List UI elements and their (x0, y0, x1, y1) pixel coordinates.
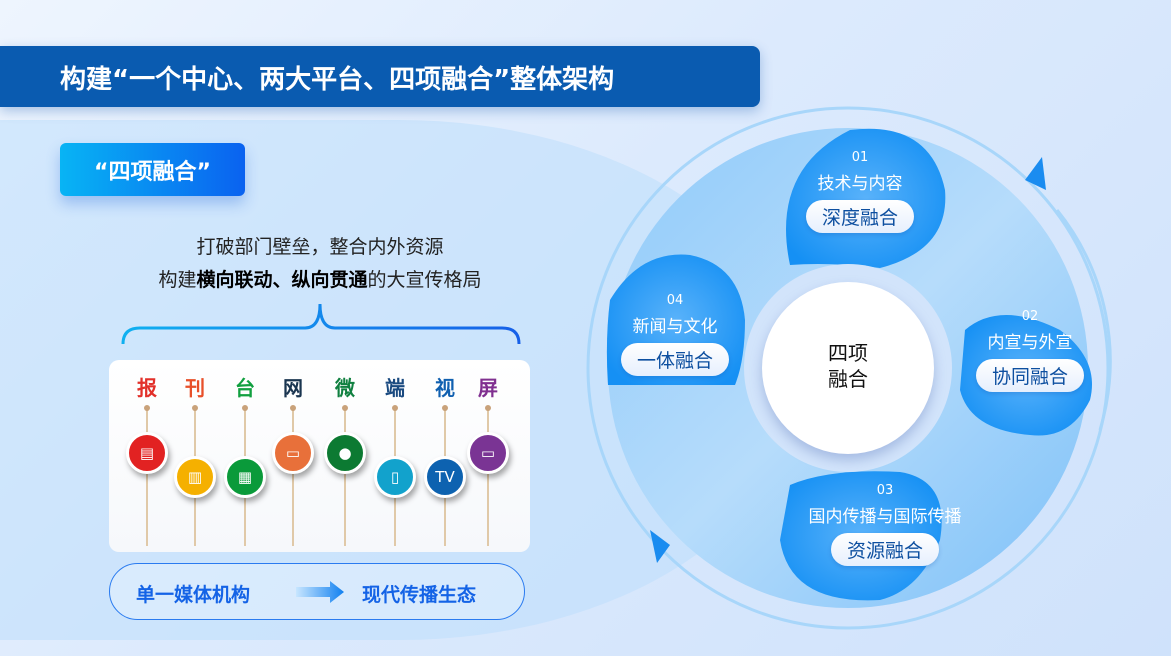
from-label: 单一媒体机构 (136, 584, 251, 606)
media-label: 刊 (185, 376, 205, 400)
connector-dot (392, 405, 398, 411)
item-02: 02 内宣与外宣协同融合 (945, 309, 1115, 392)
item-tag: 资源融合 (830, 533, 939, 566)
media-label: 网 (283, 376, 303, 400)
desc-post: 的大宣传格局 (367, 269, 482, 291)
outer-ring (586, 106, 1110, 630)
desc-bold: 横向联动、纵向贯通 (196, 269, 368, 291)
item-number: 01 (851, 150, 869, 165)
media-label: 台 (235, 376, 255, 400)
media-item: 微● (322, 360, 368, 552)
item-subtitle: 内宣与外宣 (987, 333, 1073, 353)
center-line-2: 融合 (828, 367, 868, 391)
media-label: 端 (385, 376, 405, 400)
item-subtitle: 国内传播与国际传播 (808, 507, 962, 527)
section-badge: “四项融合” (60, 143, 245, 196)
connector-line (487, 406, 489, 546)
wechat-icon: ● (324, 432, 366, 474)
item-04: 04 新闻与文化一体融合 (595, 293, 755, 376)
connector-dot (290, 405, 296, 411)
item-number: 02 (1021, 309, 1039, 324)
connector-dot (144, 405, 150, 411)
media-item: 端▯ (372, 360, 418, 552)
ring-arc (1055, 209, 1112, 431)
media-label: 视 (435, 376, 455, 400)
connector-dot (485, 405, 491, 411)
page-title: 构建“一个中心、两大平台、四项融合”整体架构 (60, 65, 615, 95)
item-tag: 协同融合 (975, 359, 1084, 392)
web-chart-icon: ▭ (272, 432, 314, 474)
newspaper-icon: ▤ (126, 432, 168, 474)
tv-icon: TV (424, 456, 466, 498)
center-circle (762, 282, 934, 454)
center-label: 四项融合 (798, 340, 898, 392)
item-subtitle: 技术与内容 (817, 174, 903, 194)
description-line-1: 打破部门壁垒，整合内外资源 (196, 236, 444, 258)
item-number: 03 (876, 483, 894, 498)
transformation-pill: 单一媒体机构 现代传播生态 (109, 563, 525, 620)
grid-app-icon: ▦ (224, 456, 266, 498)
cycle-arrow-icon (1025, 157, 1046, 190)
connector-dot (242, 405, 248, 411)
media-label: 屏 (478, 376, 498, 400)
media-item: 网▭ (270, 360, 316, 552)
item-01: 01 技术与内容深度融合 (770, 150, 950, 233)
media-item: 台▦ (222, 360, 268, 552)
fusion-diagram (586, 106, 1112, 630)
cycle-arrow-icon (650, 530, 670, 563)
to-label: 现代传播生态 (362, 584, 477, 606)
desc-pre: 构建 (158, 269, 197, 291)
connector-dot (342, 405, 348, 411)
connector-line (146, 406, 148, 546)
item-number: 04 (666, 293, 684, 308)
description-line-2: 构建横向联动、纵向贯通的大宣传格局 (100, 265, 540, 292)
media-item: 刊▥ (172, 360, 218, 552)
center-line-1: 四项 (828, 341, 868, 365)
lobe-01 (786, 128, 946, 268)
connector-dot (192, 405, 198, 411)
connector-dot (442, 405, 448, 411)
media-item: 报▤ (124, 360, 170, 552)
curly-bracket (121, 303, 521, 345)
magazine-icon: ▥ (174, 456, 216, 498)
media-label: 微 (335, 376, 355, 400)
media-label: 报 (137, 376, 157, 400)
item-03: 03 国内传播与国际传播资源融合 (770, 483, 1000, 566)
item-subtitle: 新闻与文化 (632, 317, 718, 337)
arrow-right-icon (296, 581, 344, 603)
title-bar: 构建“一个中心、两大平台、四项融合”整体架构 (0, 46, 760, 107)
connector-line (292, 406, 294, 546)
media-item: 视 TV (422, 360, 468, 552)
item-tag: 一体融合 (620, 343, 729, 376)
media-item: 屏▭ (465, 360, 511, 552)
connector-line (344, 406, 346, 546)
screen-icon: ▭ (467, 432, 509, 474)
item-tag: 深度融合 (805, 200, 914, 233)
mobile-icon: ▯ (374, 456, 416, 498)
